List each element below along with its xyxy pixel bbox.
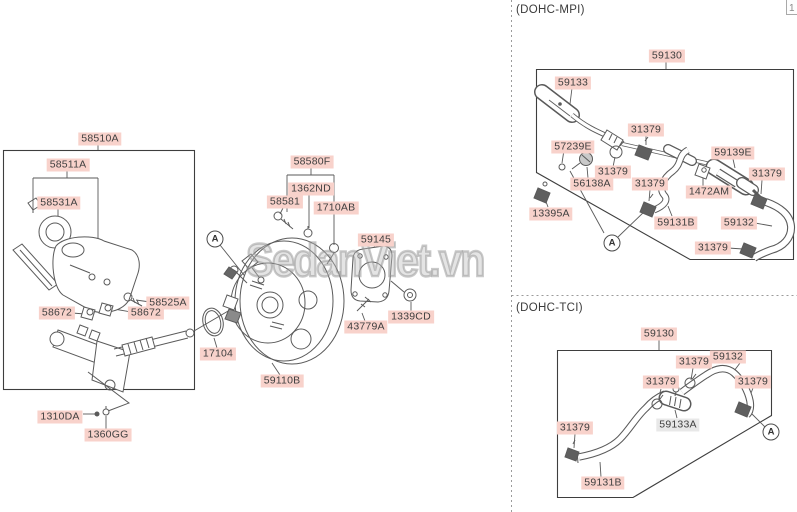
master-cylinder-drawing — [12, 197, 236, 417]
page-number-box: 1 — [786, 0, 797, 15]
part-label-31379[interactable]: 31379 — [631, 177, 669, 191]
part-label-31379[interactable]: 31379 — [556, 421, 594, 435]
part-label-59133[interactable]: 59133 — [554, 76, 592, 90]
part-label-58672[interactable]: 58672 — [38, 306, 76, 320]
o-ring-drawing — [202, 307, 224, 337]
part-label-58511A[interactable]: 58511A — [46, 158, 90, 172]
leader-lines — [32, 61, 773, 478]
part-label-59131B[interactable]: 59131B — [581, 476, 625, 490]
brake-booster-drawing — [202, 211, 417, 365]
part-label-1472AM[interactable]: 1472AM — [685, 185, 733, 199]
part-label-1339CD[interactable]: 1339CD — [388, 310, 434, 324]
hose-clamp-drawing — [634, 144, 653, 161]
mpi-hose-assembly-drawing — [533, 84, 796, 262]
part-label-43779A[interactable]: 43779A — [344, 320, 388, 334]
part-label-31379[interactable]: 31379 — [675, 355, 713, 369]
part-label-31379[interactable]: 31379 — [748, 167, 786, 181]
section-separators — [511, 0, 797, 512]
part-label-31379[interactable]: 31379 — [594, 165, 632, 179]
part-label-17104[interactable]: 17104 — [199, 347, 237, 361]
part-label-59133A-selected[interactable]: 59133A — [656, 418, 700, 432]
part-label-56138A[interactable]: 56138A — [570, 177, 614, 191]
callout-a-marker: A — [206, 230, 224, 248]
part-label-31379[interactable]: 31379 — [734, 375, 772, 389]
part-label-58581[interactable]: 58581 — [266, 195, 304, 209]
part-label-1362ND[interactable]: 1362ND — [288, 182, 334, 196]
part-label-58510A[interactable]: 58510A — [78, 132, 122, 146]
part-label-59131B[interactable]: 59131B — [654, 216, 698, 230]
part-label-58672[interactable]: 58672 — [127, 306, 165, 320]
part-label-13395A[interactable]: 13395A — [529, 207, 573, 221]
section-header-tci: (DOHC-TCI) — [516, 302, 583, 314]
part-label-59145[interactable]: 59145 — [357, 233, 395, 247]
part-label-31379[interactable]: 31379 — [627, 123, 665, 137]
part-label-1360GG[interactable]: 1360GG — [84, 428, 132, 442]
part-label-59130[interactable]: 59130 — [640, 327, 678, 341]
callout-a-marker: A — [762, 423, 780, 441]
tci-hose-assembly-drawing — [564, 364, 755, 464]
part-label-57239E[interactable]: 57239E — [551, 140, 595, 154]
part-label-31379[interactable]: 31379 — [694, 241, 732, 255]
part-label-59130[interactable]: 59130 — [648, 49, 686, 63]
part-label-58580F[interactable]: 58580F — [290, 155, 334, 169]
part-label-59139E[interactable]: 59139E — [711, 146, 755, 160]
part-label-59132[interactable]: 59132 — [720, 216, 758, 230]
part-label-58525A[interactable]: 58525A — [146, 296, 190, 310]
part-label-1710AB[interactable]: 1710AB — [313, 201, 359, 215]
part-label-31379[interactable]: 31379 — [642, 375, 680, 389]
gasket-drawing — [350, 245, 393, 303]
callout-a-marker: A — [603, 234, 621, 252]
part-label-1310DA[interactable]: 1310DA — [37, 410, 83, 424]
part-label-59132[interactable]: 59132 — [709, 350, 747, 364]
part-label-59110B[interactable]: 59110B — [260, 374, 304, 388]
part-label-58531A[interactable]: 58531A — [37, 196, 81, 210]
section-header-mpi: (DOHC-MPI) — [516, 4, 585, 16]
